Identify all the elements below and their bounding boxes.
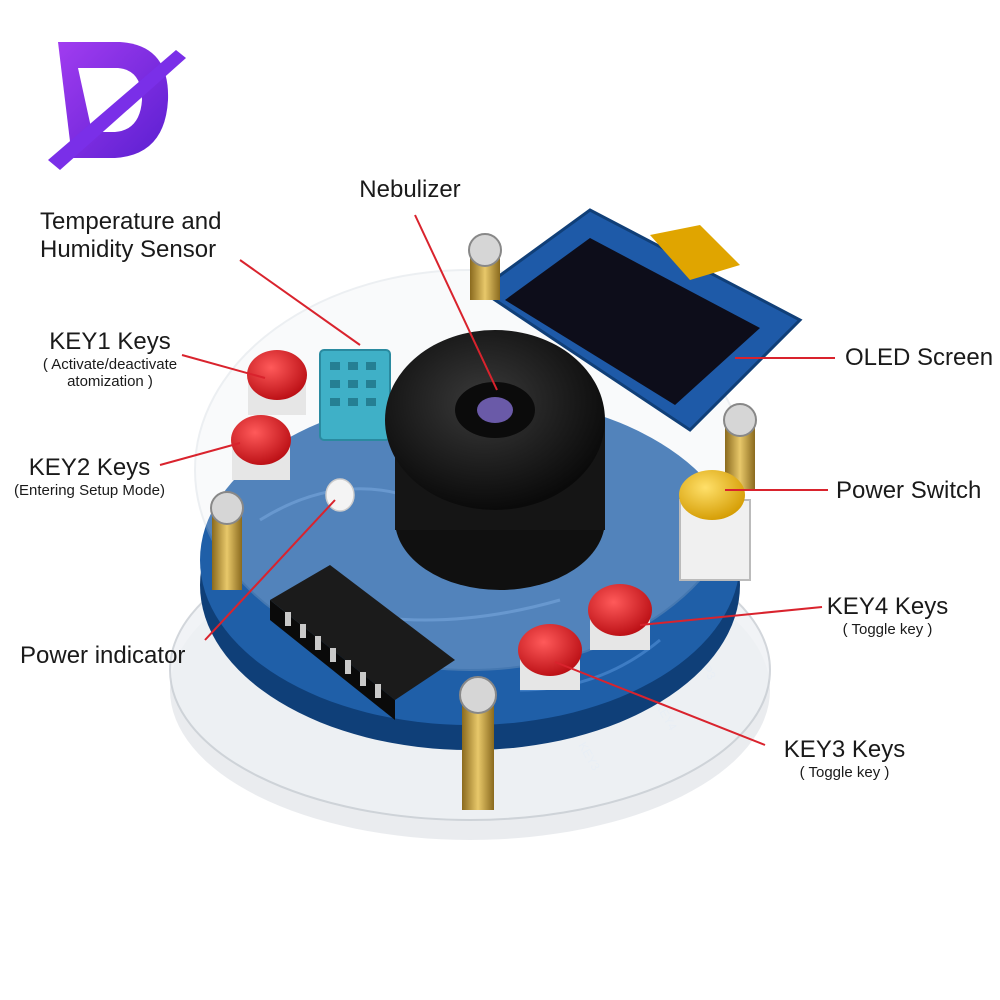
label-key3-title: KEY3 Keys <box>783 736 906 763</box>
dht-sensor <box>319 349 391 441</box>
label-power-switch: Power Switch <box>836 477 982 504</box>
key2-button <box>231 415 291 480</box>
label-key1-title: KEY1 Keys <box>49 328 171 355</box>
label-oled-screen: OLED Screen <box>845 344 994 371</box>
leader-key4 <box>639 606 823 626</box>
leader-key2 <box>159 442 241 466</box>
key3-button <box>518 624 582 690</box>
leader-key3 <box>554 661 766 746</box>
nebulizer-unit <box>385 330 605 590</box>
key4-button <box>588 584 652 650</box>
label-key4-title: KEY4 Keys <box>826 593 949 620</box>
power-switch-button <box>679 470 751 581</box>
label-temp-humidity: Temperature and Humidity Sensor <box>40 208 221 263</box>
oled-module <box>477 208 803 432</box>
ic-chip <box>270 565 455 720</box>
label-key4-desc: ( Toggle key ) <box>842 620 933 638</box>
label-key3-desc: ( Toggle key ) <box>799 763 890 781</box>
label-key1-desc-line1: ( Activate/deactivate <box>42 355 178 373</box>
leader-lines <box>159 214 835 746</box>
label-key3: KEY3 Keys ( Toggle key ) <box>772 736 917 781</box>
leader-temp-humidity <box>239 259 361 346</box>
leader-nebulizer <box>414 214 498 391</box>
brass-standoffs <box>210 233 757 810</box>
label-key1-desc-line2: atomization ) <box>67 372 153 390</box>
brand-logo <box>48 42 186 170</box>
leader-key1 <box>181 354 266 379</box>
label-power-indicator: Power indicator <box>20 642 186 669</box>
label-key2-title: KEY2 Keys <box>28 454 151 481</box>
key1-button <box>247 350 307 415</box>
label-key4: KEY4 Keys ( Toggle key ) <box>815 593 960 638</box>
label-key1: KEY1 Keys ( Activate/deactivate atomizat… <box>15 328 205 390</box>
label-nebulizer: Nebulizer <box>359 176 461 203</box>
leader-power-indicator <box>204 499 336 641</box>
label-key2-desc: (Entering Setup Mode) <box>14 481 165 499</box>
label-temp-humidity-line1: Temperature and <box>40 208 222 235</box>
label-temp-humidity-line2: Humidity Sensor <box>40 235 217 263</box>
silkscreen-p3: P3 <box>699 663 719 683</box>
label-key2: KEY2 Keys (Entering Setup Mode) <box>2 454 177 499</box>
